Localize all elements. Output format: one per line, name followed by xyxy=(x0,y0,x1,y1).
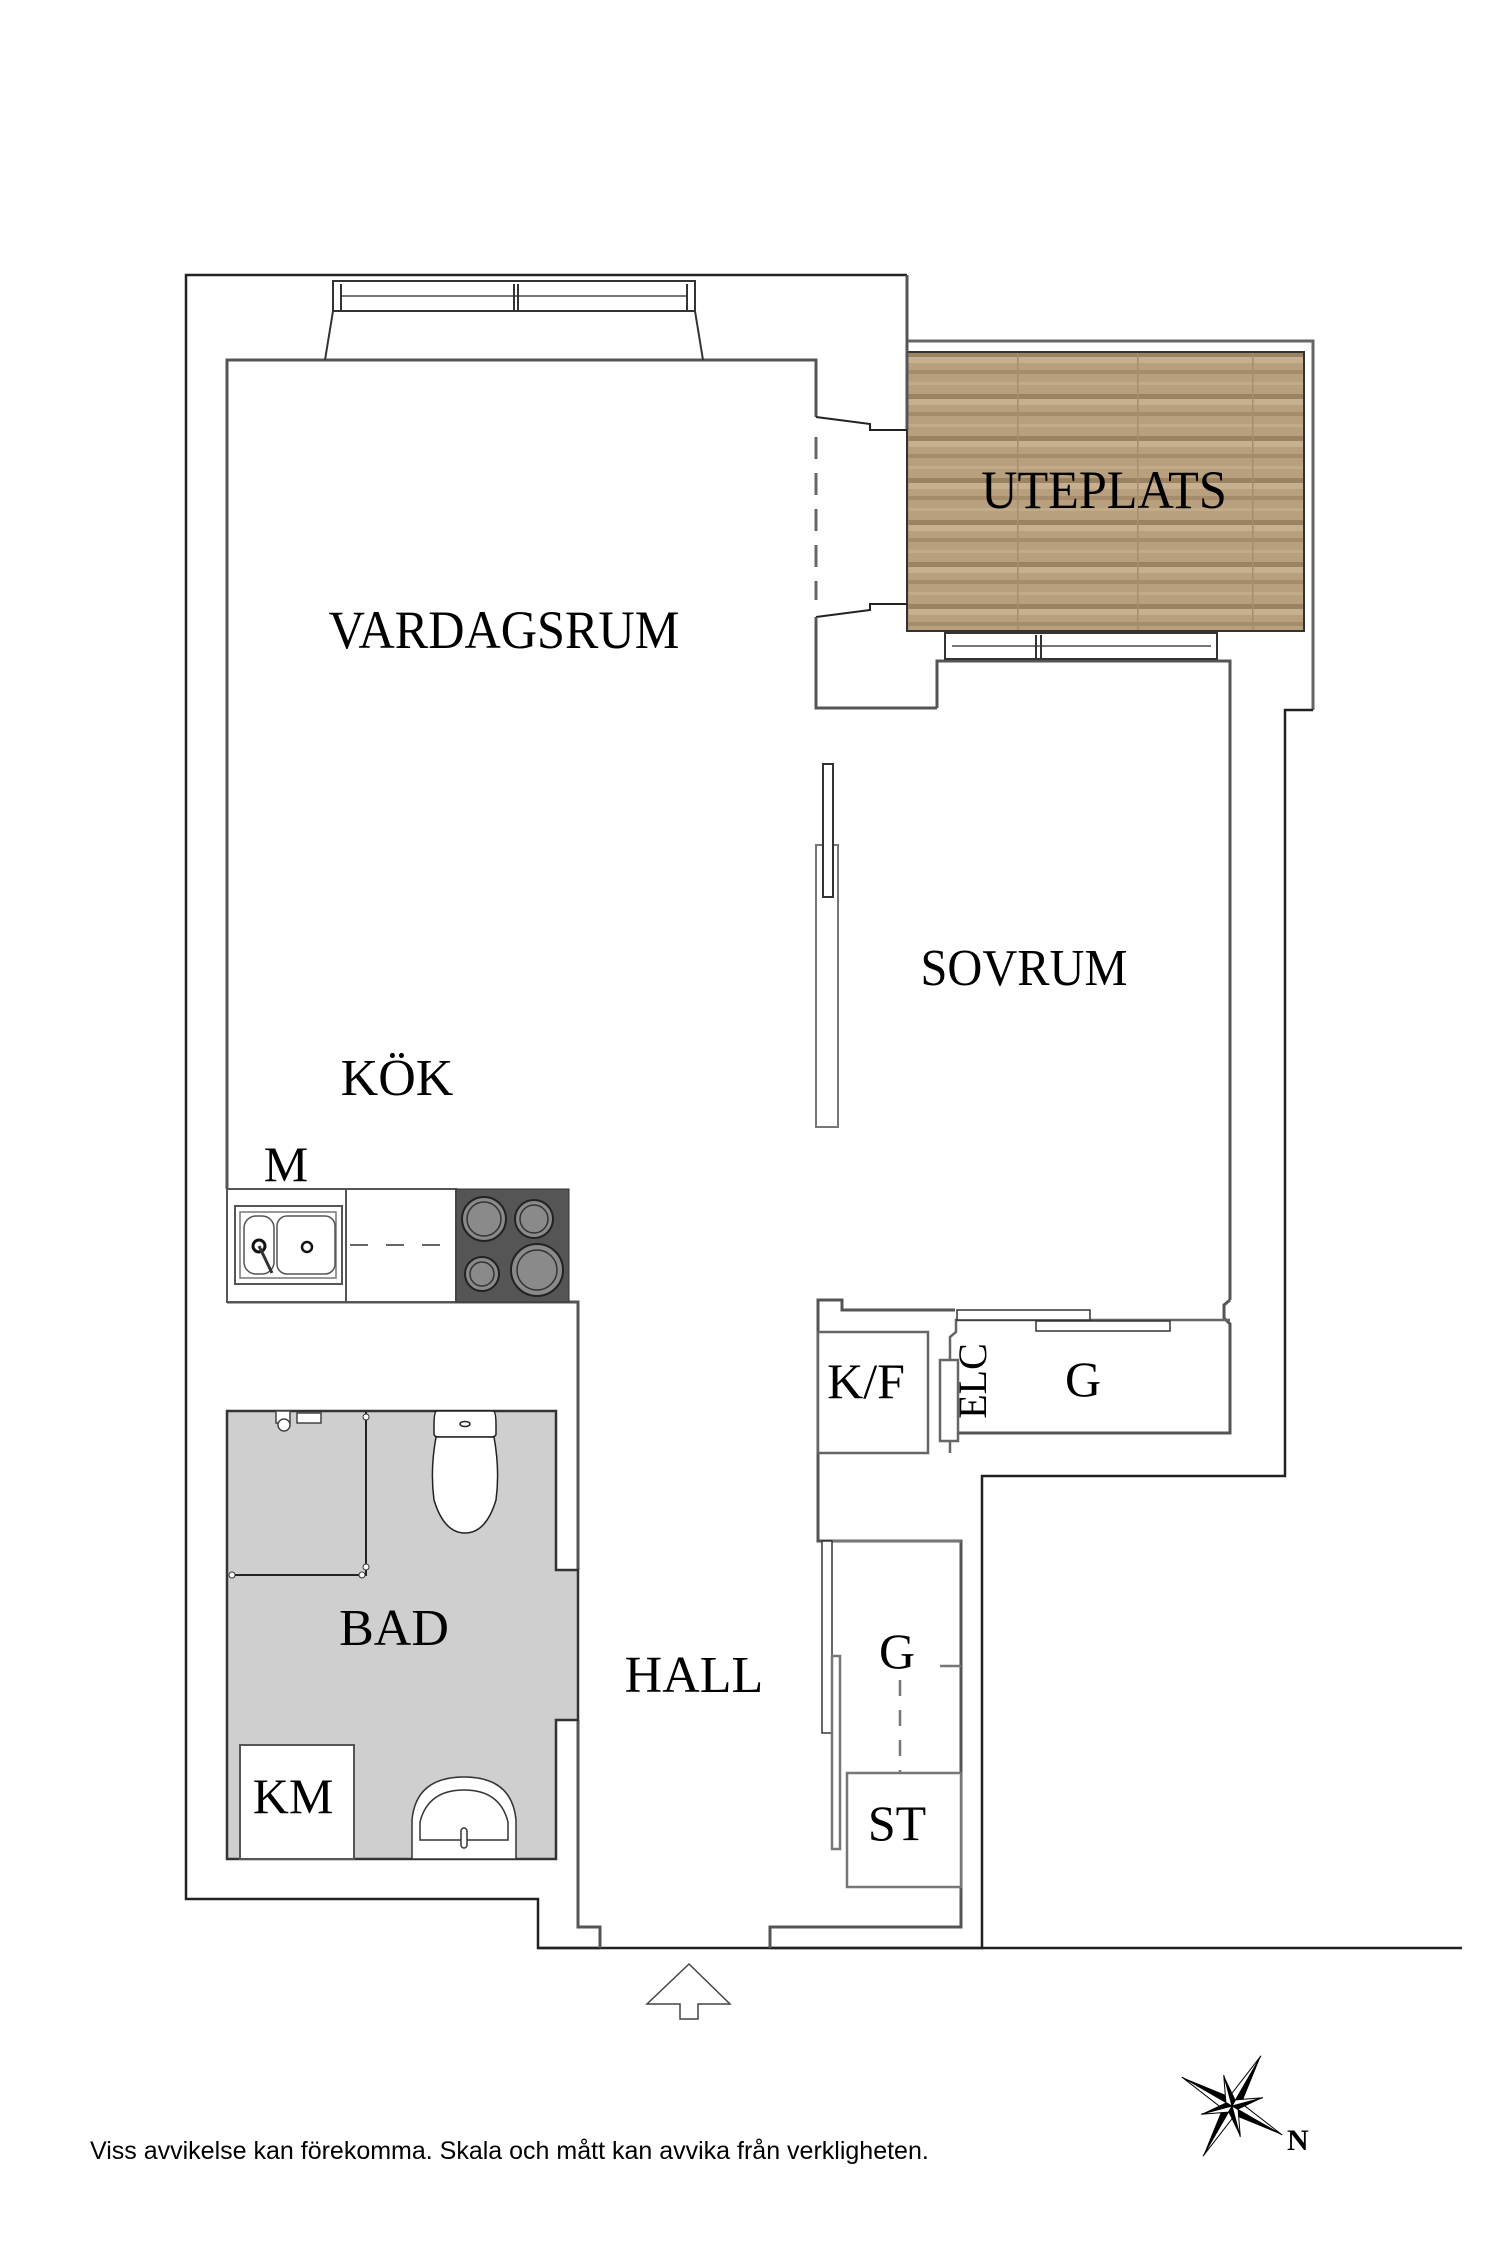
kitchen-counter xyxy=(226,1188,457,1303)
fixture-label-storage: ST xyxy=(867,1795,927,1851)
bathroom xyxy=(225,1409,580,1861)
room-label-bad: BAD xyxy=(339,1600,449,1657)
fixture-label-fridge-freezer: K/F xyxy=(827,1353,905,1409)
closet-block xyxy=(816,1309,1230,1455)
toilet-icon xyxy=(431,1410,499,1534)
washing-machine xyxy=(239,1744,355,1860)
fixture-label-wardrobe-hall: G xyxy=(878,1623,916,1679)
room-label-vardagsrum: VARDAGSRUM xyxy=(328,600,680,660)
uteplats-deck xyxy=(906,339,1315,710)
disclaimer-text: Viss avvikelse kan förekomma. Skala och … xyxy=(90,2137,929,2165)
compass-north-label: N xyxy=(1287,2124,1309,2157)
entrance-arrow-icon xyxy=(645,1962,732,2020)
sliding-door[interactable] xyxy=(815,763,839,1128)
fixture-label-washing-machine: KM xyxy=(252,1768,334,1824)
inner-walls xyxy=(225,275,1232,1948)
living-room-window xyxy=(324,280,704,361)
outer-walls xyxy=(184,273,1462,1950)
compass-rose-icon xyxy=(1181,2055,1283,2157)
room-label-hall: HALL xyxy=(624,1647,764,1704)
room-label-uteplats: UTEPLATS xyxy=(981,460,1227,520)
shower-mixer-icon xyxy=(275,1410,322,1432)
sink-icon xyxy=(411,1776,517,1860)
stove xyxy=(455,1188,570,1303)
fixture-label-microwave: M xyxy=(263,1136,309,1192)
room-label-kok: KÖK xyxy=(340,1050,454,1107)
room-label-sovrum: SOVRUM xyxy=(920,940,1128,997)
fixture-label-wardrobe-bedroom: G xyxy=(1064,1351,1102,1407)
bedroom-window xyxy=(944,632,1218,660)
fixture-label-electric-cabinet: ELC xyxy=(950,1343,995,1419)
hall-closet xyxy=(821,1539,963,1889)
